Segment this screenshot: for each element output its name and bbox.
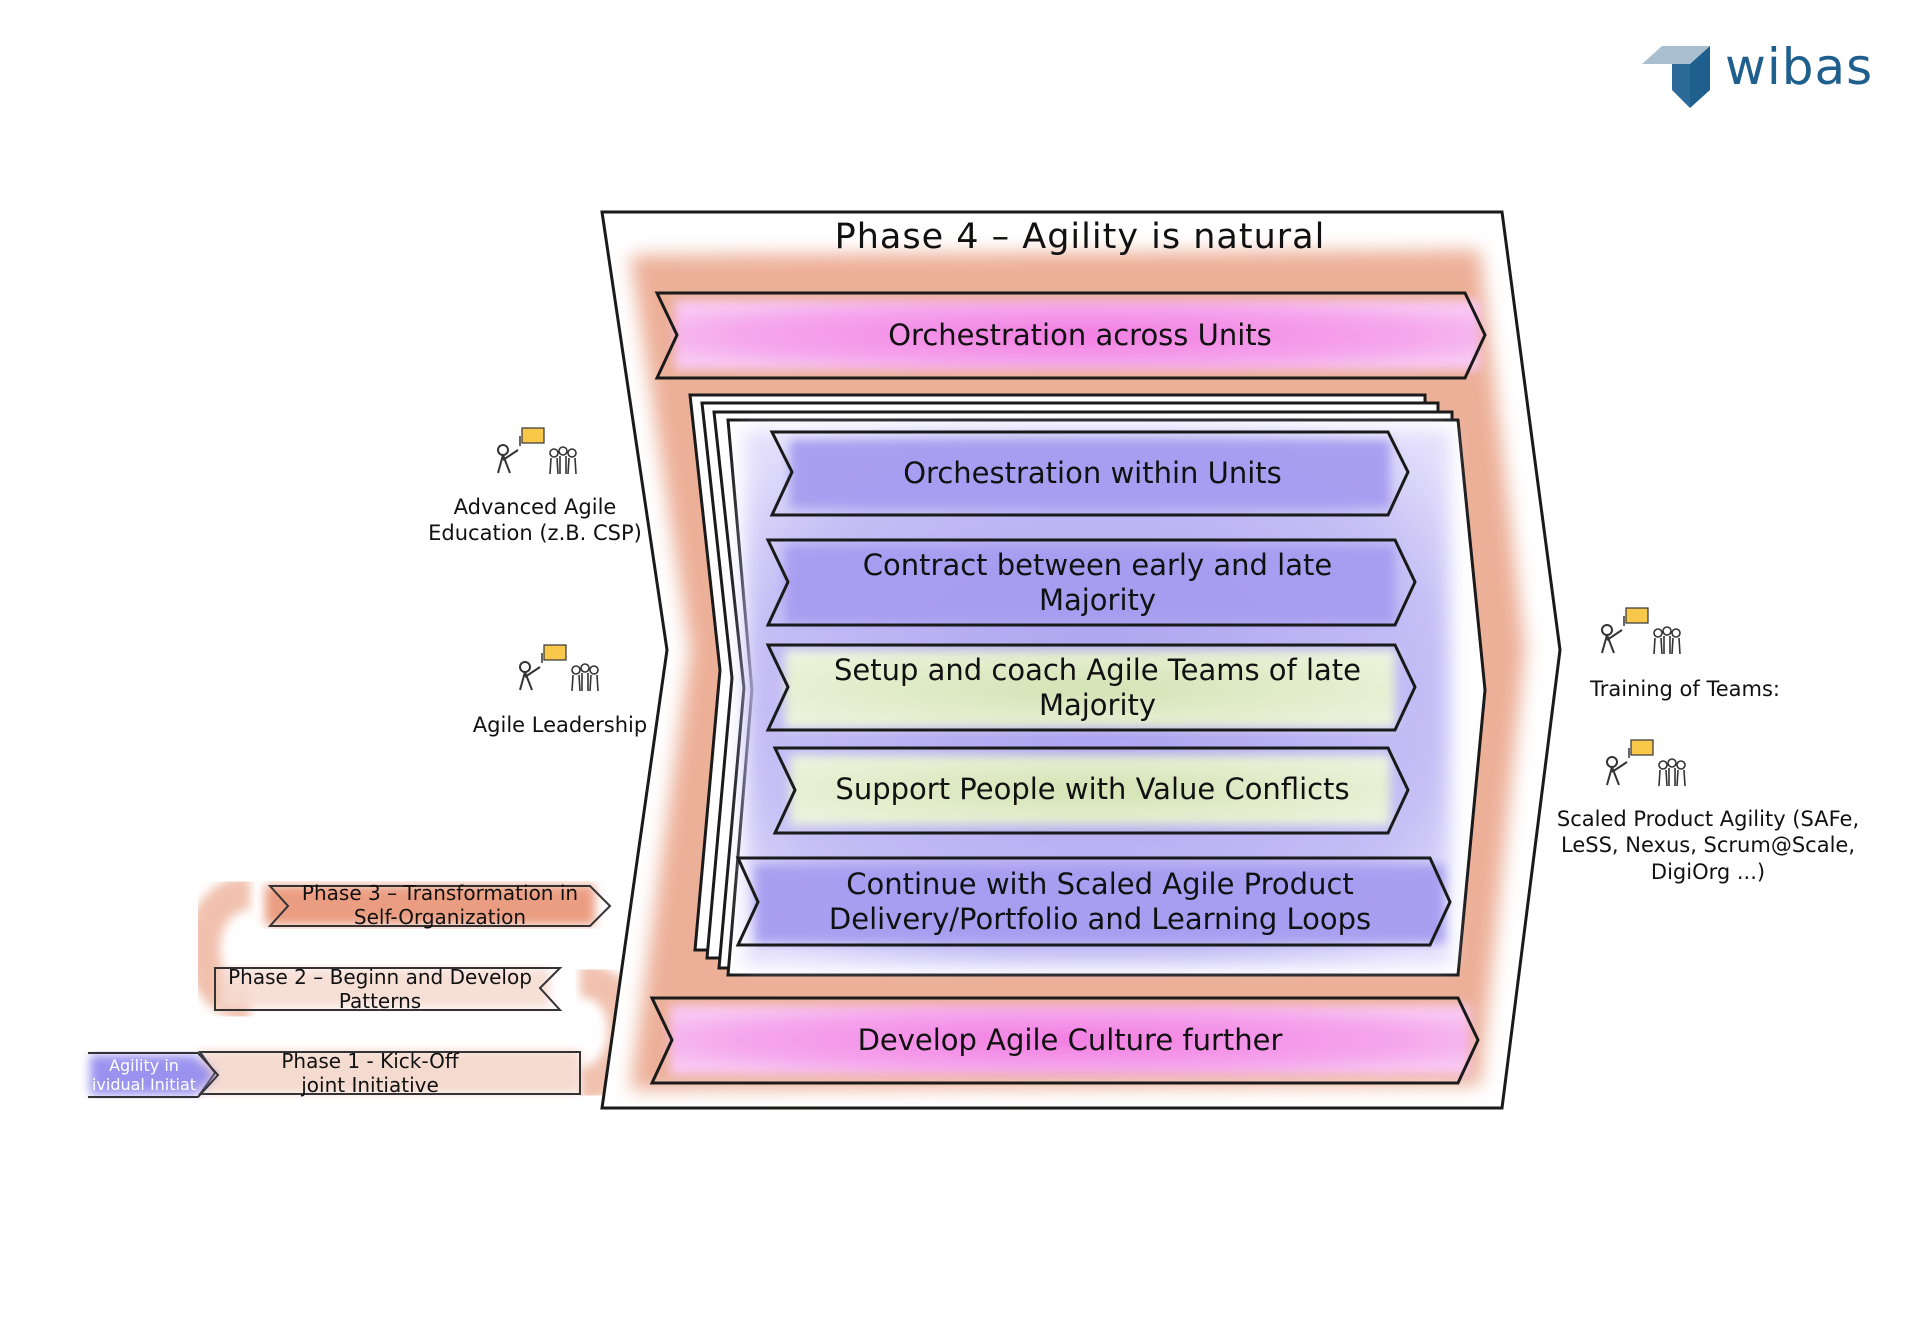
training-label-teams: Training of Teams: xyxy=(1590,677,1780,701)
earlier-phases-ribbon xyxy=(88,876,642,1102)
group-icon xyxy=(1658,758,1686,787)
group-icon xyxy=(571,663,599,692)
flag-icon xyxy=(543,644,567,661)
chevron-contract-early-late xyxy=(765,538,1417,627)
chevron-continue-scaled-agile xyxy=(735,856,1452,947)
phase3-label: Phase 3 – Transformation in Self-Organiz… xyxy=(301,881,579,929)
inner-item-label-1: Orchestration within Units xyxy=(903,456,1282,491)
wibas-logo-icon xyxy=(1642,46,1710,108)
trainer-icon-advanced-agile xyxy=(497,427,577,475)
group-icon xyxy=(549,446,577,475)
phase0-label: Agility in ividual Initiat xyxy=(91,1055,197,1094)
chevron-support-value-conflicts xyxy=(772,746,1410,835)
inner-item-label-5: Continue with Scaled Agile Product Deliv… xyxy=(828,866,1372,936)
chevron-setup-coach-teams xyxy=(765,643,1417,732)
logo-wordmark: wibas xyxy=(1725,38,1874,96)
top-item-label: Orchestration across Units xyxy=(888,318,1272,353)
training-label-advanced-agile: Advanced Agile Education (z.B. CSP) xyxy=(428,495,642,546)
group-icon xyxy=(1653,626,1681,655)
phase4-title: Phase 4 – Agility is natural xyxy=(834,217,1326,257)
training-label-agile-leadership: Agile Leadership xyxy=(472,713,648,737)
trainer-icon-scaled-product-agility xyxy=(1606,739,1686,787)
training-label-scaled-product-agility: Scaled Product Agility (SAFe, LeSS, Nexu… xyxy=(1556,807,1860,884)
phase1-label: Phase 1 - Kick-Off joint Initiative xyxy=(281,1049,459,1097)
flag-icon xyxy=(1630,739,1654,756)
chevron-orchestration-across-units xyxy=(654,291,1487,380)
inner-item-label-4: Support People with Value Conflicts xyxy=(835,772,1350,807)
flag-icon xyxy=(1625,607,1649,624)
chevron-develop-agile-culture xyxy=(649,996,1480,1085)
trainer-icon-training-of-teams xyxy=(1601,607,1681,655)
flag-icon xyxy=(521,427,545,444)
trainer-icon-agile-leadership xyxy=(519,644,599,692)
inner-item-label-2: Contract between early and late Majority xyxy=(862,547,1333,617)
chevron-orchestration-within-units xyxy=(769,430,1410,517)
bottom-item-label: Develop Agile Culture further xyxy=(857,1023,1283,1058)
inner-item-label-3: Setup and coach Agile Teams of late Majo… xyxy=(833,652,1361,722)
phase2-label: Phase 2 – Beginn and Develop Patterns xyxy=(228,965,532,1013)
